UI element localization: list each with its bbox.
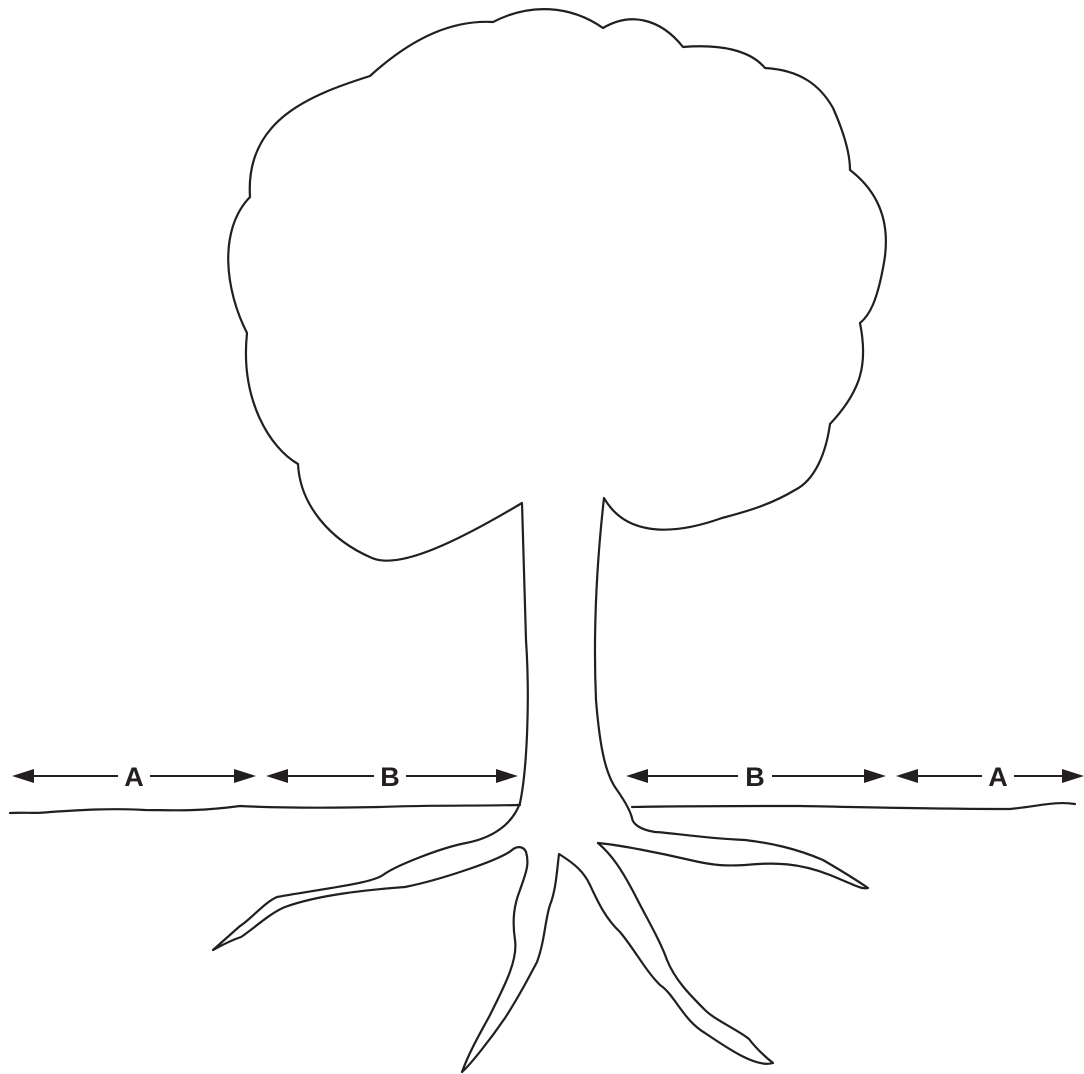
arrowhead-left-b-start: [266, 769, 288, 783]
zone-label-right-outer: A: [988, 762, 1008, 792]
right-lateral-root: [598, 818, 868, 888]
arrowhead-right-b-end: [864, 769, 886, 783]
center-tap-root: [462, 843, 773, 1072]
tree-canopy-trunk-outline: [228, 9, 886, 818]
arrowhead-left-a-start: [12, 769, 34, 783]
zone-label-left-outer: A: [124, 762, 144, 792]
arrowhead-right-a-end: [1062, 769, 1084, 783]
zone-label-right-inner: B: [745, 762, 765, 792]
arrowhead-left-a-end: [234, 769, 256, 783]
arrowhead-left-b-end: [496, 769, 518, 783]
arrowhead-right-a-start: [896, 769, 918, 783]
dimension-arrows: [12, 769, 1084, 783]
left-lateral-root: [213, 803, 526, 950]
ground-line: [10, 803, 1075, 813]
zone-label-left-inner: B: [380, 762, 400, 792]
arrowhead-right-b-start: [626, 769, 648, 783]
